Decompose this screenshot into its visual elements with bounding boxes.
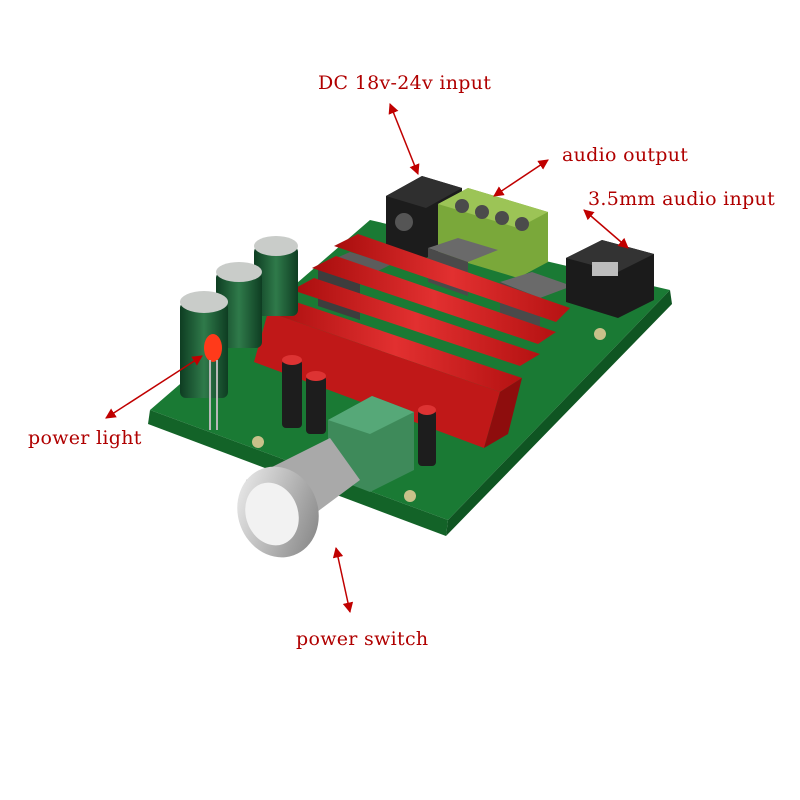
arrow-power-switch [332, 546, 354, 614]
label-audio-input: 3.5mm audio input [588, 188, 776, 210]
label-power-light: power light [28, 427, 142, 449]
arrow-audio-input [583, 209, 629, 249]
capacitors [180, 236, 436, 466]
callout-arrows [105, 103, 629, 614]
label-dc-input: DC 18v-24v input [318, 72, 492, 94]
volume-knob [237, 438, 360, 558]
label-power-switch: power switch [296, 628, 429, 650]
arrow-audio-output [493, 159, 549, 197]
power-led [204, 334, 222, 430]
arrow-dc-input [388, 103, 420, 175]
heatsink [254, 234, 570, 448]
arrow-power-light [105, 355, 203, 419]
label-audio-output: audio output [562, 144, 689, 166]
